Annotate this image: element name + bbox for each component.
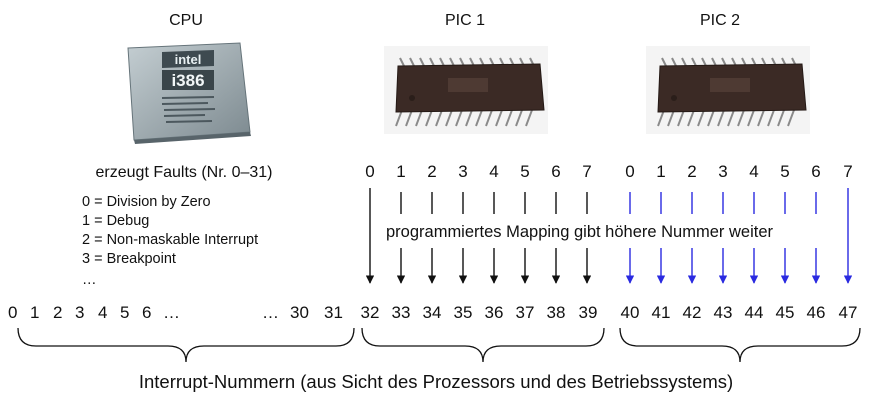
cpu-number: 3 (75, 303, 84, 322)
pic2-numbers-row: 40 41 42 43 44 45 46 47 (621, 303, 858, 322)
pic1-number: 38 (547, 303, 566, 322)
fault-item-3: 3 = Breakpoint (82, 251, 176, 267)
pic2-number: 40 (621, 303, 640, 322)
fault-item-2: 2 = Non-maskable Interrupt (82, 232, 258, 248)
pic2-number: 42 (683, 303, 702, 322)
cpu-number: 2 (53, 303, 62, 322)
pic2-input: 2 (687, 162, 696, 181)
pic1-number: 36 (485, 303, 504, 322)
pic1-number: 33 (392, 303, 411, 322)
pic1-input: 2 (427, 162, 436, 181)
fault-item-1: 1 = Debug (82, 213, 149, 229)
pic2-number: 45 (776, 303, 795, 322)
pic1-input: 5 (520, 162, 529, 181)
pic2-number: 41 (652, 303, 671, 322)
pic1-number: 39 (579, 303, 598, 322)
pic2-inputs: 0 1 2 3 4 5 6 7 (625, 162, 852, 181)
pic2-input: 6 (811, 162, 820, 181)
pic1-input: 7 (582, 162, 591, 181)
pic2-chip-image (646, 46, 810, 134)
faults-title: erzeugt Faults (Nr. 0–31) (96, 164, 273, 181)
pic1-input: 4 (489, 162, 498, 181)
pic1-number: 35 (454, 303, 473, 322)
cpu-model: i386 (171, 71, 204, 90)
fault-item-ellipsis: … (82, 272, 97, 288)
pic2-input: 0 (625, 162, 634, 181)
cpu-number: 0 (8, 303, 17, 322)
cpu-range-brace (17, 327, 355, 363)
pic1-input: 0 (365, 162, 374, 181)
pic2-input: 5 (780, 162, 789, 181)
cpu-number: 30 (290, 303, 309, 322)
mapping-label: programmiertes Mapping gibt höhere Numme… (386, 223, 773, 241)
pic1-range-brace (361, 327, 605, 363)
pic2-number: 47 (839, 303, 858, 322)
cpu-header: CPU (169, 12, 203, 29)
pic2-input: 3 (718, 162, 727, 181)
caption: Interrupt-Nummern (aus Sicht des Prozess… (139, 371, 733, 392)
cpu-numbers-row: 0 1 2 3 4 5 6 … … 30 31 (8, 303, 343, 322)
pic1-input: 3 (458, 162, 467, 181)
pic2-range-brace (619, 327, 861, 363)
pic1-number: 32 (361, 303, 380, 322)
cpu-number: 5 (120, 303, 129, 322)
pic1-chip-image (384, 46, 548, 134)
pic2-input: 1 (656, 162, 665, 181)
cpu-number: … (163, 303, 180, 322)
pic1-number: 37 (516, 303, 535, 322)
pic2-arrows (625, 188, 853, 284)
pic2-number: 44 (745, 303, 764, 322)
fault-item-0: 0 = Division by Zero (82, 194, 211, 210)
pic1-numbers-row: 32 33 34 35 36 37 38 39 (361, 303, 598, 322)
pic1-input: 6 (551, 162, 560, 181)
pic1-inputs: 0 1 2 3 4 5 6 7 (365, 162, 591, 181)
pic1-number: 34 (423, 303, 442, 322)
pic1-header: PIC 1 (445, 12, 485, 29)
pic1-input: 1 (396, 162, 405, 181)
cpu-number: 1 (30, 303, 39, 322)
cpu-number: 4 (98, 303, 107, 322)
pic2-input: 4 (749, 162, 758, 181)
cpu-brand: intel (175, 52, 202, 67)
cpu-number: … (262, 303, 279, 322)
pic2-number: 43 (714, 303, 733, 322)
cpu-number: 31 (324, 303, 343, 322)
pic2-input: 7 (843, 162, 852, 181)
cpu-number: 6 (142, 303, 151, 322)
pic2-header: PIC 2 (700, 12, 740, 29)
pic1-arrows (365, 188, 592, 284)
cpu-chip-image: intel i386 (127, 42, 251, 144)
pic2-number: 46 (807, 303, 826, 322)
